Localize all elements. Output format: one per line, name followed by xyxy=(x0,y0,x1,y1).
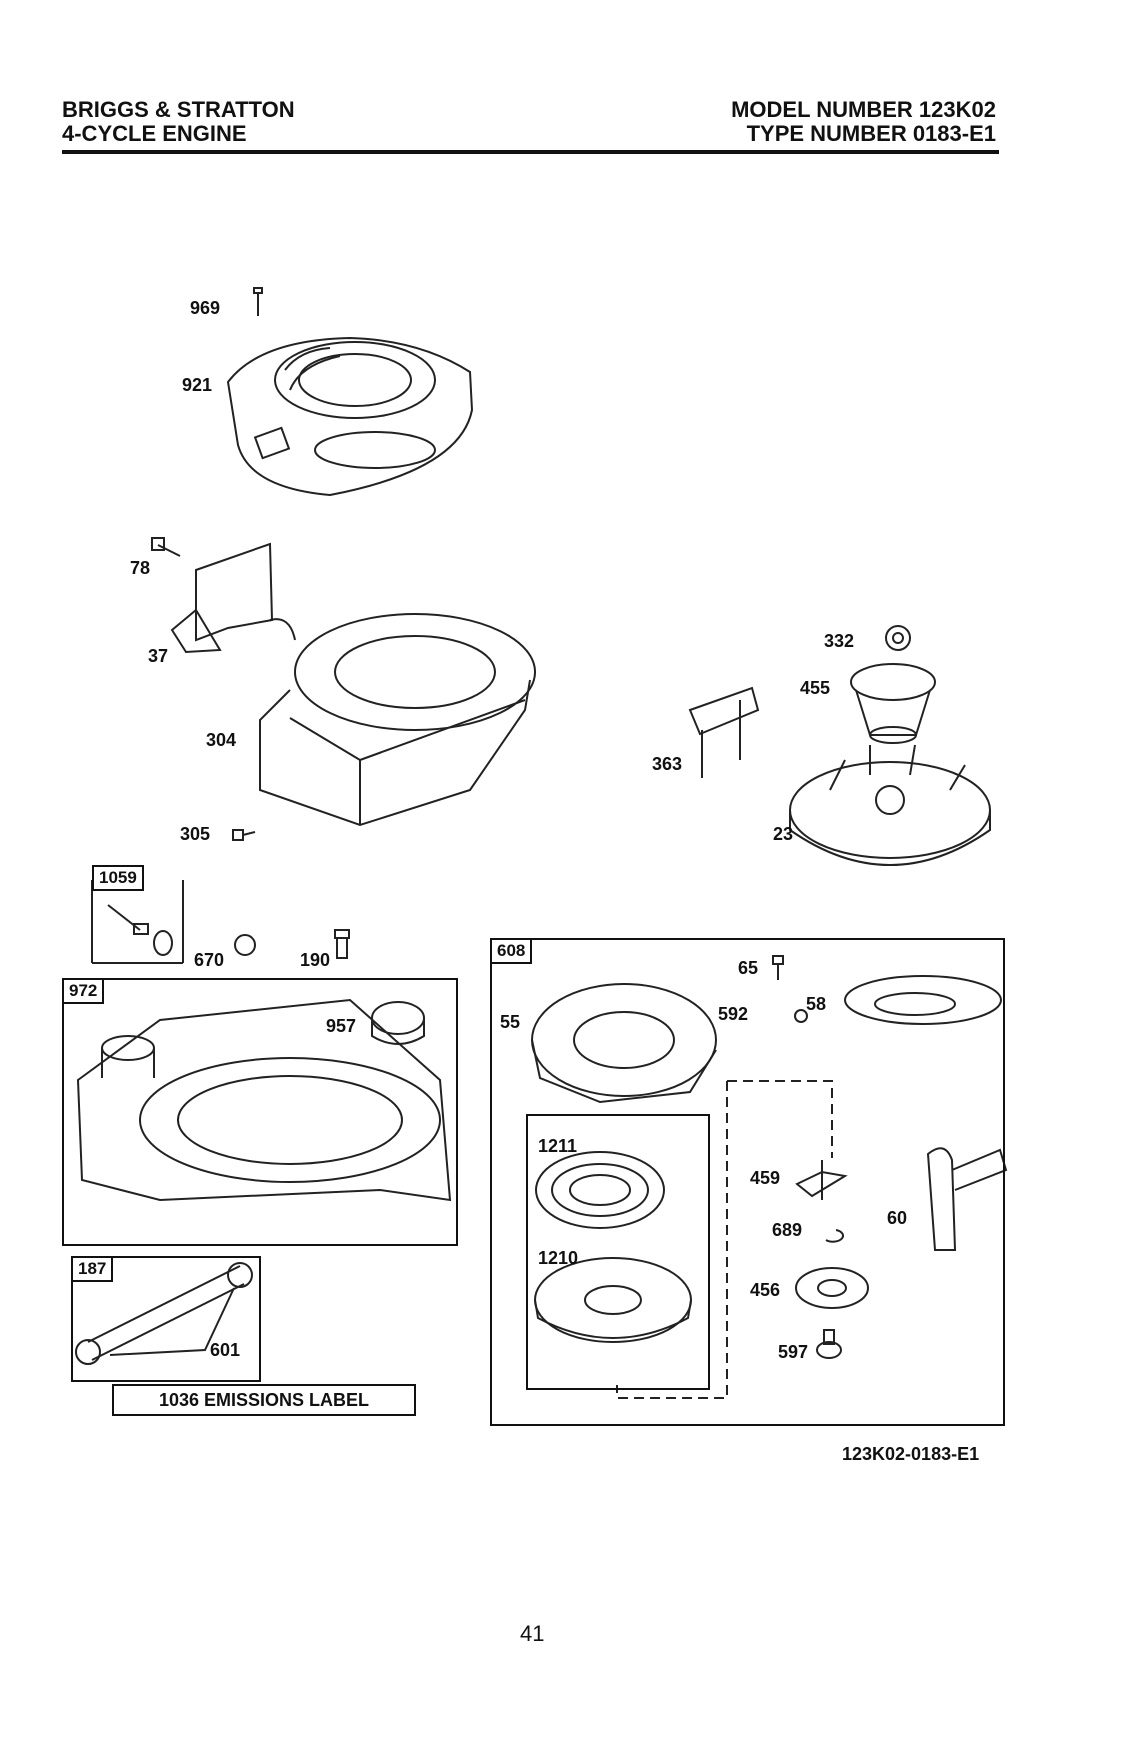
cup-455-drawing xyxy=(851,664,935,743)
part-969-label: 969 xyxy=(190,298,220,319)
part-190-label: 190 xyxy=(300,950,330,971)
kit-1059-drawing xyxy=(108,905,172,955)
kit-972-box xyxy=(62,978,458,1246)
part-332-label: 332 xyxy=(824,631,854,652)
baffle-37-drawing xyxy=(172,544,295,652)
kit-608-tag: 608 xyxy=(490,938,532,964)
part-23-label: 23 xyxy=(773,824,793,845)
diagram-id: 123K02-0183-E1 xyxy=(842,1444,979,1465)
page-number: 41 xyxy=(520,1621,544,1647)
part-921-label: 921 xyxy=(182,375,212,396)
kit-1059-tag: 1059 xyxy=(92,865,144,891)
emissions-label: 1036 EMISSIONS LABEL xyxy=(112,1384,416,1416)
part-304-label: 304 xyxy=(206,730,236,751)
screw-969-drawing xyxy=(254,288,262,316)
bolt-78-drawing xyxy=(152,538,180,556)
grommet-670-drawing xyxy=(235,935,255,955)
bracket-363-drawing xyxy=(690,688,758,778)
screw-305-drawing xyxy=(233,830,255,840)
part-305-label: 305 xyxy=(180,824,210,845)
part-363-label: 363 xyxy=(652,754,682,775)
plug-190-drawing xyxy=(335,930,349,958)
part-455-label: 455 xyxy=(800,678,830,699)
nut-332-drawing xyxy=(886,626,910,650)
kit-972-tag: 972 xyxy=(62,978,104,1004)
part-670-label: 670 xyxy=(194,950,224,971)
flywheel-23-drawing xyxy=(790,745,990,865)
kit-187-tag: 187 xyxy=(71,1256,113,1282)
part-78-label: 78 xyxy=(130,558,150,579)
cover-921-drawing xyxy=(228,338,472,495)
part-37-label: 37 xyxy=(148,646,168,667)
housing-304-drawing xyxy=(260,614,535,825)
starter-subassembly-box xyxy=(526,1114,710,1390)
